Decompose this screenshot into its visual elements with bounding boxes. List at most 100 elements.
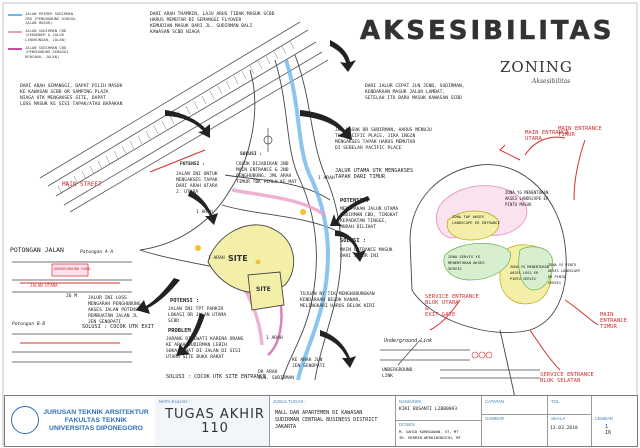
zone-label-1: ZONA YG MENENTUKAN AKSES LANDSCAPE ER PI…: [505, 190, 549, 207]
skala-label: SKALA: [551, 416, 566, 421]
nama-cell: NAMA/NIM KIKI BUSANTI L2B00093 DOSEN M. …: [395, 396, 482, 446]
catatan-label: CATATAN: [485, 399, 505, 404]
page-title: AKSESIBILITAS: [360, 16, 615, 47]
note-tujuan: TUJUAN NY TIK MENGHUBUNGKAN KENDARAAN BE…: [300, 292, 375, 309]
note-arah-senopati: KE ARAH JLN JEN SENOPATI: [292, 358, 326, 369]
legend-item: JALAN SUDIRMAN CBD (Penghubung sebagai r…: [8, 44, 78, 60]
tgl-divider: [547, 414, 591, 415]
note-jalan-utama: JALAN UTAMA: [30, 283, 58, 288]
note-underground-link: UNDERGROUND LINK: [382, 368, 413, 379]
note-1-arah-b: 1 ARAH: [208, 256, 225, 261]
note-exit: JALUR INI LOSS MENGARAH PENGHUBUNG AKSES…: [88, 296, 141, 325]
judul-label: JUDUL TUGAS :: [273, 399, 306, 404]
note-potensi-2-heading: POTENSI :: [340, 198, 370, 204]
lembar-cell: LEMBAR 1 16: [591, 396, 637, 446]
note-pacific-place: JKS MASUK DR SUDIRMAN, HARUS MENUJU THE …: [335, 128, 432, 151]
tgl-label: TGL: [551, 399, 560, 404]
note-potensi-1-heading: POTENSI :: [180, 162, 205, 167]
legend-item: JALAN PRIMER SUDIRMAN CBD (Penghubung hi…: [8, 11, 78, 26]
note-potensi-3: JALAN INI TPT PARKIR LOKASI DR JALAN UTA…: [168, 307, 227, 324]
underground-link-diagram: [380, 339, 540, 379]
title-block: JURUSAN TEKNIK ARSITEKTUR FAKULTAS TEKNI…: [4, 395, 638, 447]
note-problem: JARANG DILEWATI KARENA ORANG KE ARAH SUD…: [166, 337, 244, 360]
note-potensi-1: JALAN INI UNTUK MENGAKSES TAPAK DARI ARA…: [176, 172, 218, 195]
site-label-1: SITE: [228, 254, 248, 263]
red-tree-dots: [471, 351, 493, 359]
note-solusi-1: COCOK DIJADIKAN 2ND MAIN ENTRANCE & 2ND …: [236, 162, 297, 185]
note-jalur-utama: JALUR UTAMA UTK MENGAKSES TAPAK DARI TIM…: [335, 168, 414, 180]
legend-label: JALAN PRIMER SUDIRMAN CBD (Penghubung hi…: [25, 11, 78, 26]
service-entrance-selatan: SERVICE ENTRANCE BLOK SELATAN: [540, 372, 594, 384]
tgl-cell: TGL SKALA 13.03.2010: [547, 396, 592, 446]
catatan-divider: [481, 414, 547, 415]
tgl-value: 13.03.2010: [550, 426, 578, 431]
school-cell: JURUSAN TEKNIK ARSITEKTUR FAKULTAS TEKNI…: [5, 396, 156, 446]
lembar-label: LEMBAR: [595, 416, 614, 421]
catatan-cell: CATATAN GAMBAR: [481, 396, 548, 446]
nama-divider: [395, 420, 481, 421]
mata-kuliah-label: MATA KULIAH :: [159, 399, 190, 404]
service-entrance-utara: SERVICE ENTRANCE BLOK UTARA & EXIT GATE: [425, 294, 479, 318]
legend-swatch-magenta: [8, 47, 22, 50]
dosen-value: M. SAHID KURNIAWAN, ST, MT IR. HERMIN WE…: [399, 429, 461, 440]
site-label-2: SITE: [256, 286, 271, 293]
lembar-value: 1 16: [605, 424, 612, 436]
zoning-subtitle: Aksesibilitas: [532, 78, 571, 85]
legend-label: JALAN SUDIRMAN CBD (sekunder & jalur lin…: [25, 27, 67, 42]
school-name: JURUSAN TEKNIK ARSITEKTUR FAKULTAS TEKNI…: [43, 409, 149, 432]
note-potensi-3-heading: POTENSI :: [170, 298, 200, 304]
note-potensi-2: MERUPAKAN JALUR UTAMA SUDIRMAN CBD, TING…: [340, 207, 399, 230]
judul-cell: JUDUL TUGAS : MALL DAN APARTEMEN DI KAWA…: [269, 396, 396, 446]
legend-swatch-blue: [8, 14, 22, 16]
mata-kuliah-value: TUGAS AKHIR 110: [165, 407, 265, 436]
railway-hatch: [57, 40, 295, 195]
legend-swatch-pink: [8, 30, 22, 33]
nama-value: KIKI BUSANTI L2B00093: [399, 407, 458, 412]
secondary-road-pink-1: [231, 188, 326, 217]
zoning-green: [443, 243, 554, 291]
road-section-red-lines: [20, 282, 120, 344]
legend-label: JALAN SUDIRMAN CBD (Penghubung sebagai r…: [25, 44, 69, 59]
dosen-label: DOSEN: [399, 422, 415, 427]
note-problem-heading: PROBLEM :: [168, 328, 198, 334]
note-thamrin: DARI ARAH THAMRIN, LAJU ARUS TIDAK MASUK…: [150, 12, 275, 35]
note-solusi-exit: SOLUSI : COCOK UTK EXIT: [82, 324, 154, 330]
note-solusi-3: SOLUSI : COCOK UTK SITE ENTRANCE: [166, 374, 266, 380]
note-jalur-cepat: DARI JALUR CEPAT JLN JEND. SUDIRMAN, KEN…: [365, 84, 465, 101]
note-arah-sudirman: DR ARAH JLN. SUDIRMAN: [258, 370, 294, 381]
main-entrance-timur-2: MAIN ENTRANCE TIMUR: [600, 312, 627, 330]
main-entrance-timur-1: MAIN ENTRANCE TIMUR: [558, 126, 602, 138]
note-1-arah-d: 1 ARAH: [266, 336, 283, 341]
note-dimension: 26 m: [66, 294, 78, 299]
main-street-arrow: [149, 149, 206, 173]
note-underground-road: UNDERGROUND ROAD: [54, 266, 91, 271]
mata-kuliah-cell: MATA KULIAH : TUGAS AKHIR 110: [155, 396, 270, 446]
legend: JALAN PRIMER SUDIRMAN CBD (Penghubung hi…: [8, 11, 78, 60]
zoning-title: ZONING: [500, 58, 573, 76]
note-1-arah-a: 1 ARAH: [196, 210, 213, 215]
note-solusi-1-heading: SOLUSI :: [240, 152, 263, 157]
secondary-road-pink-3: [267, 299, 283, 356]
legend-item: JALAN SUDIRMAN CBD (sekunder & jalur lin…: [8, 27, 78, 43]
note-underground-label: Underground Link: [384, 338, 433, 344]
main-entrance-utara: MAIN ENTRANCE UTARA: [525, 130, 569, 142]
nama-label: NAMA/NIM: [399, 399, 421, 404]
road-section-a: [12, 261, 132, 363]
zone-label-4: ZONA YG MENENTUKAN AKSES LOSS ER PINTU S…: [510, 265, 549, 281]
university-logo: [11, 406, 39, 434]
north-arrow: [263, 128, 273, 152]
note-potongan-jalan: POTONGAN JALAN: [10, 246, 64, 254]
judul-value: MALL DAN APARTEMEN DI KAWASAN SUDIRMAN C…: [275, 410, 378, 430]
black-arrows: [136, 40, 370, 368]
note-potongan-b: Potongan B-B: [12, 322, 46, 327]
note-potongan-a: Potongan A-A: [80, 250, 114, 255]
entry-markers: [195, 209, 306, 265]
note-solusi-2: MAIN ENTRANCE MASUK DARI JALUR INI: [340, 248, 393, 259]
note-solusi-2-heading: SOLUSI :: [340, 238, 366, 244]
zoning-red-arrows: [429, 136, 599, 371]
note-1-arah-c: 1 ARAH: [318, 176, 335, 181]
gambar-label: GAMBAR: [485, 416, 505, 421]
note-main-street: MAIN STREET: [62, 181, 102, 188]
